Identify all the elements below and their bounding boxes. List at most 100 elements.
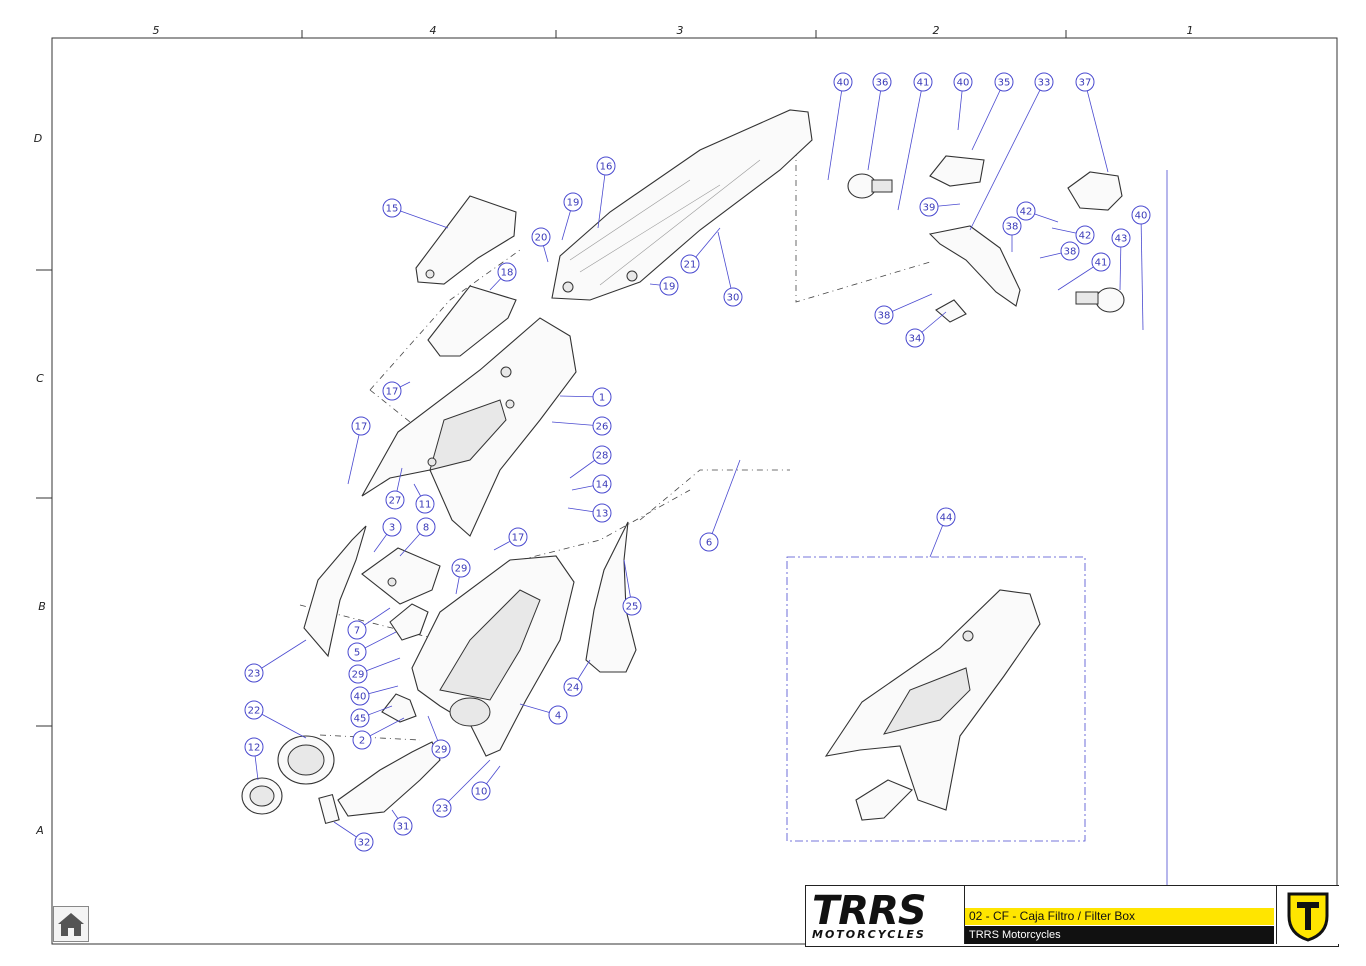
cover-plate <box>361 547 441 605</box>
light-support <box>928 225 1021 307</box>
air-filter <box>277 735 335 785</box>
callout-number: 41 <box>1095 258 1108 269</box>
column-label: 2 <box>933 24 940 37</box>
callout-bubble <box>382 381 402 401</box>
callout-bubble <box>699 532 719 552</box>
callout-bubble <box>1060 241 1080 261</box>
callout-number: 26 <box>596 422 609 433</box>
callout-bubble <box>347 642 367 662</box>
callout-number: 7 <box>354 626 360 637</box>
callout-leader <box>597 165 607 229</box>
logo-tagline: MOTORCYCLES <box>812 928 926 941</box>
callout-leader <box>1140 214 1144 331</box>
callout-number: 2 <box>359 736 365 747</box>
callout-leader <box>253 709 307 739</box>
row-label: D <box>34 132 42 145</box>
callout-number: 16 <box>600 162 613 173</box>
title-block: TRRS MOTORCYCLES 02 - CF - Caja Filtro /… <box>805 885 1339 947</box>
callout-bubble <box>393 816 413 836</box>
air-filter-box <box>411 555 575 757</box>
callout-number: 42 <box>1079 231 1092 242</box>
callout-number: 42 <box>1020 207 1033 218</box>
callout-leader <box>867 81 883 171</box>
callout-number: 40 <box>837 78 850 89</box>
callout-bubble <box>348 664 368 684</box>
callout-number: 45 <box>354 714 367 725</box>
callout-number: 43 <box>1115 234 1128 245</box>
callout-bubble <box>1075 72 1095 92</box>
callout-bubble <box>592 474 612 494</box>
callout-bubble <box>936 507 956 527</box>
callout-bubble <box>1016 201 1036 221</box>
callout-number: 1 <box>599 393 605 404</box>
callout-number: 18 <box>501 268 514 279</box>
column-label: 1 <box>1187 24 1194 37</box>
plate-light <box>929 155 985 187</box>
callout-bubble <box>548 705 568 725</box>
callout-number: 34 <box>909 334 922 345</box>
callout-number: 23 <box>436 804 449 815</box>
callout-leader <box>253 639 307 674</box>
callout-bubble <box>508 527 528 547</box>
callout-number: 33 <box>1038 78 1051 89</box>
callout-bubble <box>244 700 264 720</box>
callout-number: 40 <box>354 692 367 703</box>
callout-leader <box>347 425 362 485</box>
callout-leader <box>717 231 734 298</box>
brand-badge-icon <box>1276 886 1339 944</box>
callout-number: 23 <box>248 669 261 680</box>
callout-bubble <box>1131 205 1151 225</box>
callout-number: 17 <box>512 533 525 544</box>
callout-bubble <box>592 445 612 465</box>
callout-bubble <box>596 156 616 176</box>
callout-number: 38 <box>1064 247 1077 258</box>
column-label: 5 <box>153 24 160 37</box>
callout-number: 13 <box>596 509 609 520</box>
callout-bubble <box>382 198 402 218</box>
tail-cover <box>361 317 577 537</box>
home-button[interactable] <box>53 906 89 942</box>
callout-bubble <box>416 517 436 537</box>
callout-number: 10 <box>475 787 488 798</box>
callout-bubble <box>680 254 700 274</box>
callout-bubble <box>592 416 612 436</box>
callout-bubble <box>592 387 612 407</box>
callout-number: 28 <box>596 451 609 462</box>
callout-bubble <box>592 503 612 523</box>
callout-bubble <box>352 730 372 750</box>
callout-bubble <box>563 192 583 212</box>
filter-cage <box>241 777 283 815</box>
mud-flap <box>585 521 637 673</box>
callout-number: 6 <box>706 538 712 549</box>
callout-bubble <box>833 72 853 92</box>
bracket <box>389 603 429 641</box>
row-label: B <box>38 600 46 613</box>
callout-bubble <box>244 663 264 683</box>
callout-bubble <box>351 416 371 436</box>
callout-bubble <box>659 276 679 296</box>
logo-wordmark: TRRS <box>812 888 927 934</box>
grid-ruler: 5 4 3 2 1 D C B A <box>34 24 1194 837</box>
brand-logo: TRRS MOTORCYCLES <box>806 886 965 944</box>
callout-number: 37 <box>1079 78 1092 89</box>
callout-bubble <box>874 305 894 325</box>
callout-bubble <box>385 490 405 510</box>
bracket <box>935 299 967 323</box>
callout-number: 41 <box>917 78 930 89</box>
callout-bubble <box>382 517 402 537</box>
turn-signal-right <box>1095 287 1125 313</box>
callout-number: 12 <box>248 743 261 754</box>
side-panel <box>303 525 367 658</box>
callout-number: 17 <box>386 387 399 398</box>
callout-bubble <box>953 72 973 92</box>
callout-number: 35 <box>998 78 1011 89</box>
callout-bubble <box>913 72 933 92</box>
callout-number: 36 <box>876 78 889 89</box>
callout-number: 25 <box>626 602 639 613</box>
callout-bubble <box>563 677 583 697</box>
callout-number: 38 <box>1006 222 1019 233</box>
callout-number: 8 <box>423 523 429 534</box>
callout-leader <box>391 207 449 229</box>
callout-number: 20 <box>535 233 548 244</box>
